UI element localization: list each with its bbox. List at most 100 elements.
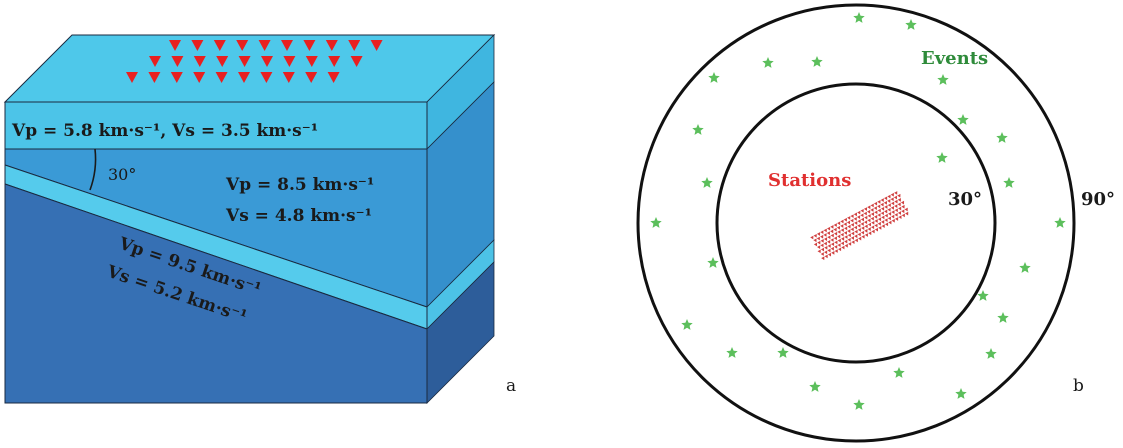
station-array-marker — [900, 200, 905, 205]
station-array-marker — [858, 236, 862, 241]
station-array-marker — [880, 202, 884, 207]
station-array-marker — [864, 229, 868, 233]
event-star-marker — [985, 348, 997, 359]
dip-angle-arc — [89, 148, 97, 191]
station-array-marker — [881, 215, 885, 220]
layer1-velocity-label: Vp = 5.8 km·s⁻¹, Vs = 3.5 km·s⁻¹ — [11, 121, 318, 141]
station-array-marker — [860, 208, 864, 213]
station-array-marker — [820, 230, 824, 235]
station-array-marker — [853, 217, 857, 221]
station-array-marker — [867, 209, 871, 214]
event-star-marker — [1054, 217, 1066, 228]
station-array-marker — [901, 209, 905, 214]
top-surface-face — [3, 34, 496, 103]
event-star-marker — [853, 12, 865, 23]
station-array-marker — [813, 242, 818, 247]
station-array-marker — [840, 219, 844, 224]
station-array-marker — [873, 206, 877, 211]
station-array-marker — [853, 225, 858, 230]
station-array-marker — [850, 227, 854, 232]
event-star-marker — [777, 347, 789, 358]
station-array-marker — [891, 214, 895, 219]
dip-angle-label: 30° — [108, 165, 136, 184]
panel-b-letter: b — [1073, 376, 1084, 396]
station-array-marker — [860, 217, 865, 222]
station-array-marker — [861, 226, 865, 230]
station-array-marker — [847, 224, 851, 229]
station-array-marker — [820, 234, 824, 239]
station-array-marker — [831, 251, 835, 255]
station-array-marker — [844, 239, 848, 244]
station-array-marker — [884, 222, 889, 227]
inner-ring-30 — [715, 82, 997, 364]
station-array-marker — [877, 204, 881, 209]
event-star-marker — [650, 217, 662, 228]
station-array-marker — [874, 219, 878, 223]
station-array-marker — [847, 233, 851, 238]
station-triangle-marker — [193, 72, 206, 83]
station-array-marker — [857, 223, 861, 228]
station-array-marker — [840, 241, 844, 246]
station-triangle-marker — [215, 72, 228, 83]
station-array-marker — [827, 240, 831, 244]
station-array-marker — [830, 238, 834, 242]
station-triangle-marker — [149, 56, 161, 67]
event-star-marker — [701, 177, 713, 188]
outer-ring-90 — [636, 3, 1076, 443]
station-array-marker — [884, 205, 888, 209]
station-array-marker — [867, 205, 871, 210]
station-array-marker — [834, 245, 838, 249]
station-array-marker — [857, 228, 861, 232]
station-triangle-marker — [305, 56, 318, 67]
station-array-marker — [813, 238, 817, 243]
station-array-marker — [848, 242, 852, 246]
station-array-marker — [874, 227, 879, 232]
station-triangle-marker — [328, 56, 341, 67]
station-triangle-marker — [350, 56, 363, 67]
station-array-marker — [897, 198, 901, 202]
station-array-marker — [890, 197, 894, 202]
station-triangle-marker — [303, 40, 316, 51]
station-array-marker — [867, 227, 871, 231]
station-triangle-marker — [213, 40, 226, 51]
station-array-marker — [843, 231, 848, 235]
station-array-marker — [851, 240, 855, 245]
station-array-marker — [904, 207, 908, 212]
station-array-marker — [837, 238, 841, 243]
panel-a-letter: a — [506, 376, 516, 396]
station-array-marker — [877, 213, 881, 217]
inner-ring-label: 30° — [948, 189, 982, 210]
station-array-marker — [880, 198, 884, 202]
station-triangle-marker — [327, 72, 340, 83]
event-star-marker — [957, 114, 969, 125]
station-array-marker — [884, 209, 888, 214]
station-array-marker — [867, 222, 872, 227]
station-array-marker — [891, 201, 895, 206]
station-array-marker — [854, 229, 858, 234]
station-array-marker — [860, 230, 865, 235]
station-array-marker — [830, 225, 834, 229]
station-array-marker — [820, 247, 825, 252]
station-array-marker — [821, 256, 825, 261]
station-array-marker — [868, 231, 872, 236]
station-triangle-marker — [238, 56, 251, 67]
station-array-marker — [834, 231, 838, 236]
event-star-marker — [809, 381, 821, 392]
station-array-marker — [894, 208, 898, 213]
station-triangle-marker — [126, 72, 138, 83]
event-star-marker — [692, 124, 704, 135]
station-array-marker — [873, 201, 878, 206]
station-array-marker — [893, 195, 898, 200]
station-array-marker — [863, 211, 867, 216]
station-array-marker — [837, 247, 842, 252]
station-triangle-marker — [171, 56, 184, 67]
station-array-marker — [847, 229, 851, 233]
station-array-marker — [824, 245, 828, 250]
station-array-marker — [870, 208, 874, 212]
event-star-marker — [1003, 177, 1015, 188]
event-star-marker — [893, 367, 905, 378]
station-array-marker — [827, 248, 831, 253]
station-array-marker — [823, 241, 827, 246]
station-array-marker — [827, 244, 831, 248]
station-array-marker — [871, 220, 875, 225]
